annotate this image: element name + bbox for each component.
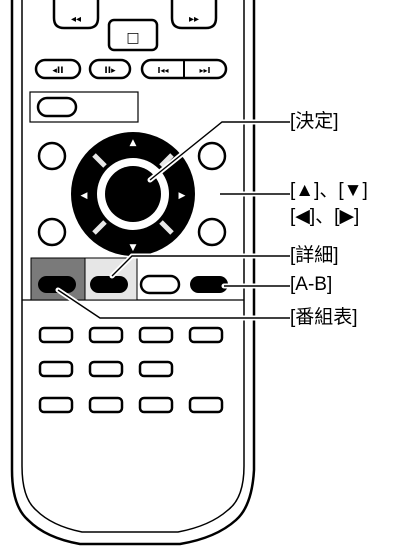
enter-button[interactable] xyxy=(105,166,161,222)
leader-line-enter xyxy=(149,121,290,181)
grid-button[interactable] xyxy=(138,396,174,414)
up-arrow-icon[interactable]: ▲ xyxy=(130,138,137,148)
directional-pad: ▲ ▼ ◀ ▶ xyxy=(71,132,195,256)
transport-fast-forward-button[interactable]: ▸▸ xyxy=(170,0,218,30)
grid-button[interactable] xyxy=(38,326,74,344)
program-guide-button[interactable] xyxy=(38,276,76,293)
down-arrow-icon[interactable]: ▼ xyxy=(130,243,137,253)
transport-rewind-button[interactable]: ◂◂ xyxy=(52,0,100,30)
callout-left-right: [◀]、[▶] xyxy=(290,206,360,227)
grid-button[interactable] xyxy=(88,326,124,344)
leader-line-details xyxy=(111,255,290,277)
right-arrow-icon[interactable]: ▶ xyxy=(179,191,186,201)
grid-button[interactable] xyxy=(138,360,174,378)
grid-button[interactable] xyxy=(88,396,124,414)
callout-ab-repeat: [A-B] xyxy=(290,274,333,295)
grid-button[interactable] xyxy=(138,326,174,344)
grid-button[interactable] xyxy=(38,396,74,414)
grid-button[interactable] xyxy=(38,360,74,378)
callout-details: [詳細] xyxy=(290,245,339,266)
leader-line-program-guide xyxy=(57,289,290,319)
color-button-row xyxy=(30,257,228,301)
leader-lines xyxy=(55,119,293,321)
callout-program-guide: [番組表] xyxy=(290,307,358,328)
oval-button[interactable] xyxy=(36,96,78,118)
slow-forward-button[interactable]: II▸ xyxy=(88,58,132,80)
details-button[interactable] xyxy=(90,276,128,293)
corner-button-top-left[interactable] xyxy=(37,141,67,171)
slow-back-button[interactable]: ◂II xyxy=(34,58,82,80)
grid-button[interactable] xyxy=(88,360,124,378)
callout-enter: [決定] xyxy=(290,111,339,132)
corner-button-top-right[interactable] xyxy=(197,141,227,171)
slow-forward-icon: II▸ xyxy=(104,66,116,76)
stop-icon: □ xyxy=(126,30,139,46)
slow-back-icon: ◂II xyxy=(52,66,63,76)
fast-forward-icon: ▸▸ xyxy=(189,14,199,25)
callout-up-down: [▲]、[▼] xyxy=(290,180,368,201)
skip-forward-icon[interactable]: ▸▸I xyxy=(199,66,210,75)
corner-button-bottom-left[interactable] xyxy=(37,217,67,247)
rewind-icon: ◂◂ xyxy=(71,14,81,25)
stop-button[interactable]: □ xyxy=(107,18,159,52)
top-left-panel xyxy=(29,91,139,123)
lower-button-grid xyxy=(38,326,224,414)
left-arrow-icon[interactable]: ◀ xyxy=(81,191,88,201)
grid-button[interactable] xyxy=(188,396,224,414)
corner-button-bottom-right[interactable] xyxy=(197,217,227,247)
white-color-button[interactable] xyxy=(139,274,181,295)
grid-button[interactable] xyxy=(188,326,224,344)
skip-back-icon[interactable]: I◂◂ xyxy=(157,66,168,75)
ab-repeat-button[interactable] xyxy=(190,276,228,293)
skip-buttons: I◂◂ ▸▸I xyxy=(140,58,228,80)
